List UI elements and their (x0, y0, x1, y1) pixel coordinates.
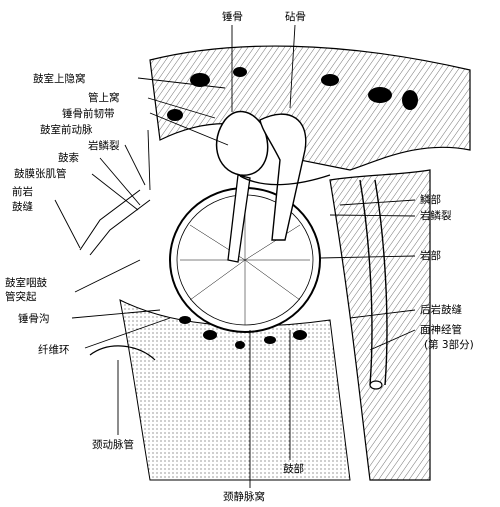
label-posterior-petrotympanic: 后岩鼓缝 (420, 303, 462, 316)
label-tensor-tympani-canal: 鼓膜张肌管 (14, 167, 67, 180)
label-epitympanic-recess: 鼓室上隐窝 (33, 72, 86, 85)
label-jugular-fossa: 颈静脉窝 (223, 490, 265, 503)
label-petrosquamous-fissure-left: 岩鳞裂 (88, 139, 120, 152)
label-petrous-part: 岩部 (420, 249, 441, 262)
label-tympanic-pharyngeal-2: 管突起 (5, 290, 37, 303)
label-tympanic-pharyngeal-1: 鼓室咽鼓 (5, 276, 47, 289)
label-anterior-malleal-ligament: 锤骨前韧带 (62, 107, 115, 120)
label-carotid-canal: 颈动脉管 (92, 438, 134, 451)
air-cells (167, 67, 418, 349)
label-anterior-petrotympanic-2: 鼓缝 (12, 200, 33, 213)
label-squamous-part: 鳞部 (420, 193, 441, 206)
labels: 锤骨 砧骨 鼓室上隐窝 管上窝 锤骨前韧带 鼓室前动脉 岩鳞裂 鼓索 鼓膜张肌管… (5, 10, 474, 503)
label-anterior-petrotympanic-1: 前岩 (12, 185, 33, 198)
label-aditus: 管上窝 (88, 91, 120, 104)
leader-lines (54, 24, 416, 488)
label-malleus: 锤骨 (222, 10, 243, 23)
label-facial-canal-2: (第 3部分) (424, 338, 474, 351)
label-fibrous-ring: 纤维环 (38, 343, 70, 356)
temporal-bone (119, 45, 471, 481)
label-incus: 砧骨 (285, 10, 306, 23)
label-facial-canal-1: 面神经管 (420, 323, 462, 336)
label-malleolar-sulcus: 锤骨沟 (18, 312, 50, 325)
label-tympanic-part: 鼓部 (283, 462, 304, 475)
label-chorda-tympani: 鼓索 (58, 151, 79, 164)
ossicles (215, 110, 331, 263)
label-petrosquamous-fissure-right: 岩鳞裂 (420, 209, 452, 222)
label-anterior-tympanic-artery: 鼓室前动脉 (40, 123, 93, 136)
